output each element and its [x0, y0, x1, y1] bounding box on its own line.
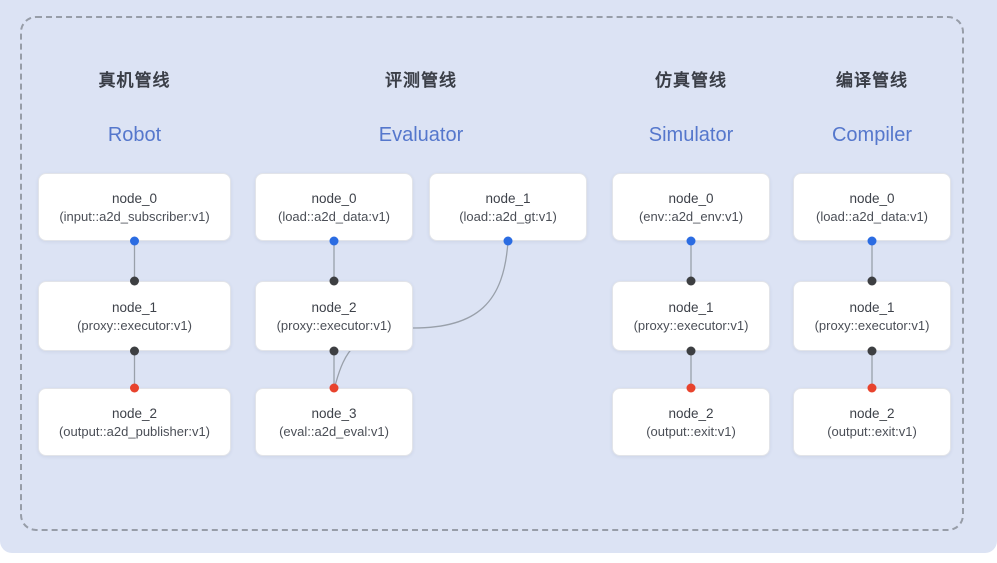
- header-robot: 真机管线: [38, 66, 231, 91]
- node-name: node_1: [485, 190, 531, 206]
- node-type: (proxy::executor:v1): [276, 317, 392, 333]
- node-simulator-2[interactable]: node_2 (output::exit:v1): [612, 388, 770, 456]
- node-name: node_2: [311, 299, 357, 315]
- pipeline-title-zh-compiler: 编译管线: [836, 71, 908, 90]
- pipeline-title-en-robot: Robot: [107, 124, 162, 146]
- node-type: (input::a2d_subscriber:v1): [59, 208, 210, 224]
- node-type: (env::a2d_env:v1): [638, 208, 744, 224]
- subheader-compiler: Compiler: [793, 124, 951, 147]
- node-type: (output::exit:v1): [827, 423, 917, 439]
- pipeline-title-en-simulator: Simulator: [648, 124, 734, 146]
- node-robot-1[interactable]: node_1 (proxy::executor:v1): [38, 281, 231, 351]
- node-name: node_1: [111, 299, 158, 315]
- header-compiler: 编译管线: [793, 66, 951, 91]
- dashed-frame: [20, 16, 964, 531]
- node-type: (load::a2d_data:v1): [815, 208, 929, 224]
- node-name: node_3: [311, 405, 357, 421]
- node-name: node_2: [668, 405, 714, 421]
- node-type: (load::a2d_gt:v1): [459, 208, 557, 224]
- pipeline-title-zh-simulator: 仿真管线: [655, 71, 727, 90]
- node-name: node_0: [668, 190, 714, 206]
- header-evaluator: 评测管线: [255, 66, 587, 91]
- node-type: (load::a2d_data:v1): [277, 208, 391, 224]
- node-type: (output::a2d_publisher:v1): [58, 423, 211, 439]
- pipeline-title-zh-evaluator: 评测管线: [385, 71, 457, 90]
- node-type: (output::exit:v1): [646, 423, 736, 439]
- node-name: node_2: [849, 405, 895, 421]
- subheader-evaluator: Evaluator: [255, 124, 587, 147]
- node-type: (eval::a2d_eval:v1): [279, 423, 389, 439]
- node-compiler-0[interactable]: node_0 (load::a2d_data:v1): [793, 173, 951, 241]
- node-type: (proxy::executor:v1): [633, 317, 749, 333]
- node-name: node_0: [311, 190, 357, 206]
- node-name: node_0: [849, 190, 895, 206]
- node-evaluator-2[interactable]: node_2 (proxy::executor:v1): [255, 281, 413, 351]
- node-name: node_1: [668, 299, 714, 315]
- node-robot-0[interactable]: node_0 (input::a2d_subscriber:v1): [38, 173, 231, 241]
- pipeline-title-zh-robot: 真机管线: [98, 71, 171, 90]
- subheader-robot: Robot: [38, 124, 231, 147]
- pipeline-title-en-compiler: Compiler: [831, 124, 913, 146]
- pipeline-title-en-evaluator: Evaluator: [378, 124, 464, 146]
- node-compiler-1[interactable]: node_1 (proxy::executor:v1): [793, 281, 951, 351]
- header-simulator: 仿真管线: [612, 66, 770, 91]
- node-simulator-1[interactable]: node_1 (proxy::executor:v1): [612, 281, 770, 351]
- subheader-simulator: Simulator: [612, 124, 770, 147]
- node-type: (proxy::executor:v1): [814, 317, 930, 333]
- node-robot-2[interactable]: node_2 (output::a2d_publisher:v1): [38, 388, 231, 456]
- node-name: node_2: [111, 405, 158, 421]
- node-name: node_1: [849, 299, 895, 315]
- node-compiler-2[interactable]: node_2 (output::exit:v1): [793, 388, 951, 456]
- node-evaluator-1[interactable]: node_1 (load::a2d_gt:v1): [429, 173, 587, 241]
- node-evaluator-3[interactable]: node_3 (eval::a2d_eval:v1): [255, 388, 413, 456]
- node-evaluator-0[interactable]: node_0 (load::a2d_data:v1): [255, 173, 413, 241]
- node-simulator-0[interactable]: node_0 (env::a2d_env:v1): [612, 173, 770, 241]
- node-type: (proxy::executor:v1): [77, 317, 192, 333]
- node-name: node_0: [111, 190, 158, 206]
